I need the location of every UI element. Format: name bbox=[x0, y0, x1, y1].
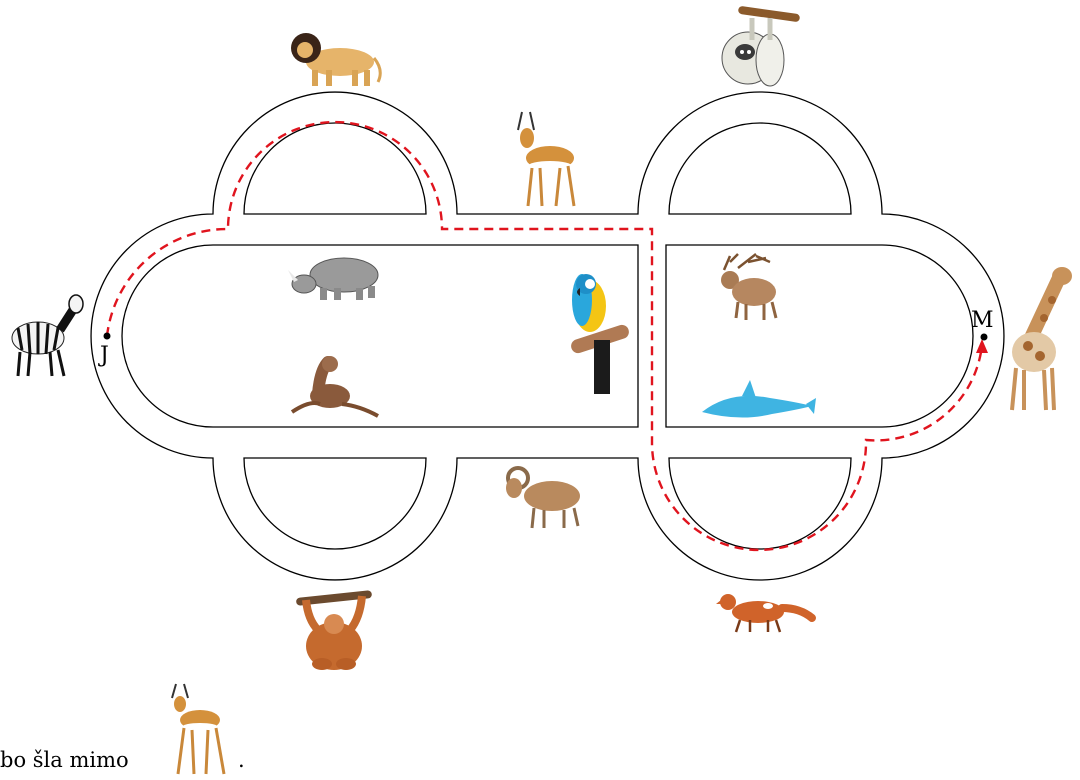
lion-icon bbox=[291, 33, 380, 86]
start-label: J bbox=[98, 343, 109, 368]
caption-gazelle-icon bbox=[172, 684, 224, 774]
end-label: M bbox=[971, 308, 994, 333]
fox-icon bbox=[716, 594, 812, 632]
rhino-icon bbox=[288, 258, 378, 300]
end-point bbox=[981, 334, 988, 341]
ram-icon bbox=[506, 468, 580, 528]
lower-left-half-enclosure bbox=[244, 458, 426, 549]
inner-left-enclosure bbox=[122, 245, 638, 427]
inner-right-enclosure bbox=[666, 245, 973, 427]
zebra-icon bbox=[12, 295, 83, 376]
seal-icon bbox=[292, 356, 378, 416]
gazelle-icon bbox=[518, 112, 574, 206]
elk-icon bbox=[721, 254, 776, 320]
route-arrowhead bbox=[976, 339, 988, 353]
upper-left-half-enclosure bbox=[244, 123, 426, 214]
caption-period: . bbox=[238, 748, 245, 772]
caption: bo šla mimo . bbox=[0, 748, 129, 772]
dolphin-icon bbox=[702, 380, 816, 418]
caption-text: bo šla mimo bbox=[0, 748, 129, 772]
giraffe-icon bbox=[1012, 267, 1072, 410]
orangutan-icon bbox=[296, 590, 372, 670]
lower-right-half-enclosure bbox=[669, 458, 851, 549]
sloth-icon bbox=[722, 6, 800, 86]
upper-right-half-enclosure bbox=[669, 123, 851, 214]
start-point bbox=[104, 333, 111, 340]
parrot-icon bbox=[569, 274, 630, 394]
